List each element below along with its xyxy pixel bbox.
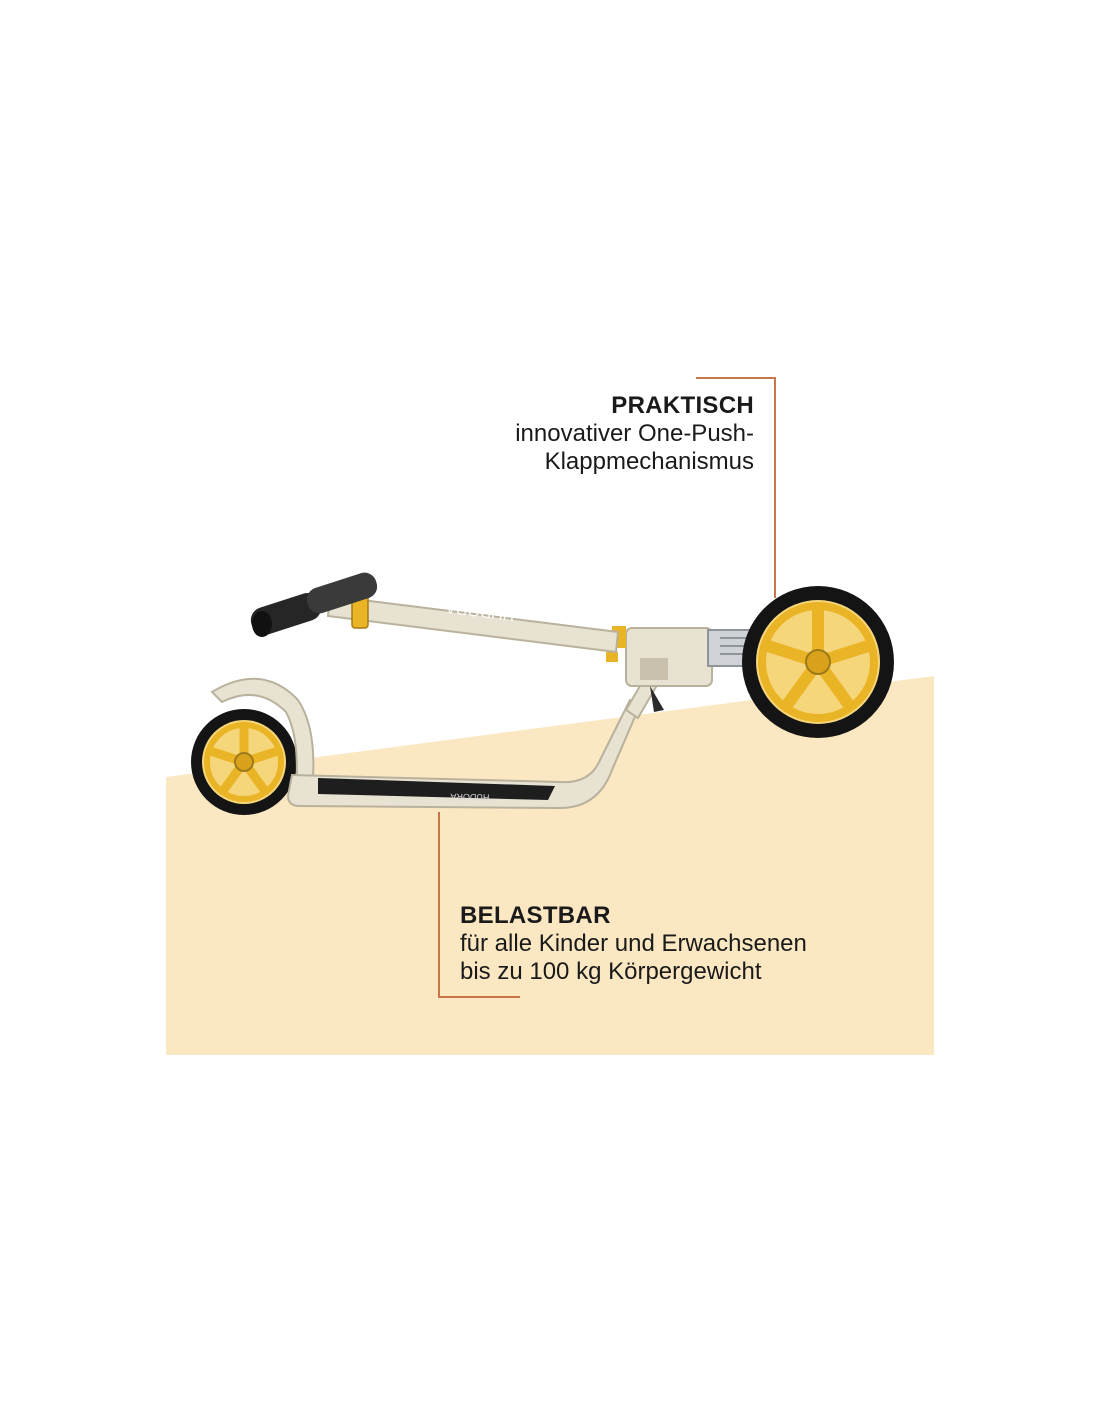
- handlebar: [250, 572, 378, 637]
- rear-wheel: [191, 709, 297, 815]
- callout-text-line: Klappmechanismus: [544, 448, 754, 475]
- callout-title: BELASTBAR: [460, 902, 611, 929]
- leader-line-top: [696, 377, 776, 598]
- callout-title: PRAKTISCH: [611, 392, 754, 419]
- deck-brand-label: HUDORA: [450, 792, 489, 803]
- background-panel: [166, 676, 934, 1055]
- folding-joint: [606, 626, 713, 712]
- callout-praktisch: PRAKTISCH innovativer One-Push- Klappmec…: [470, 392, 754, 476]
- callout-text-line: innovativer One-Push-: [515, 420, 754, 447]
- front-wheel: [742, 586, 894, 738]
- callout-belastbar: BELASTBAR für alle Kinder und Erwachsene…: [460, 902, 880, 986]
- leader-line-bottom: [438, 812, 520, 998]
- callout-text-line: für alle Kinder und Erwachsenen: [460, 930, 807, 957]
- callout-text-line: bis zu 100 kg Körpergewicht: [460, 958, 762, 985]
- deck-grip-tape: [318, 778, 555, 800]
